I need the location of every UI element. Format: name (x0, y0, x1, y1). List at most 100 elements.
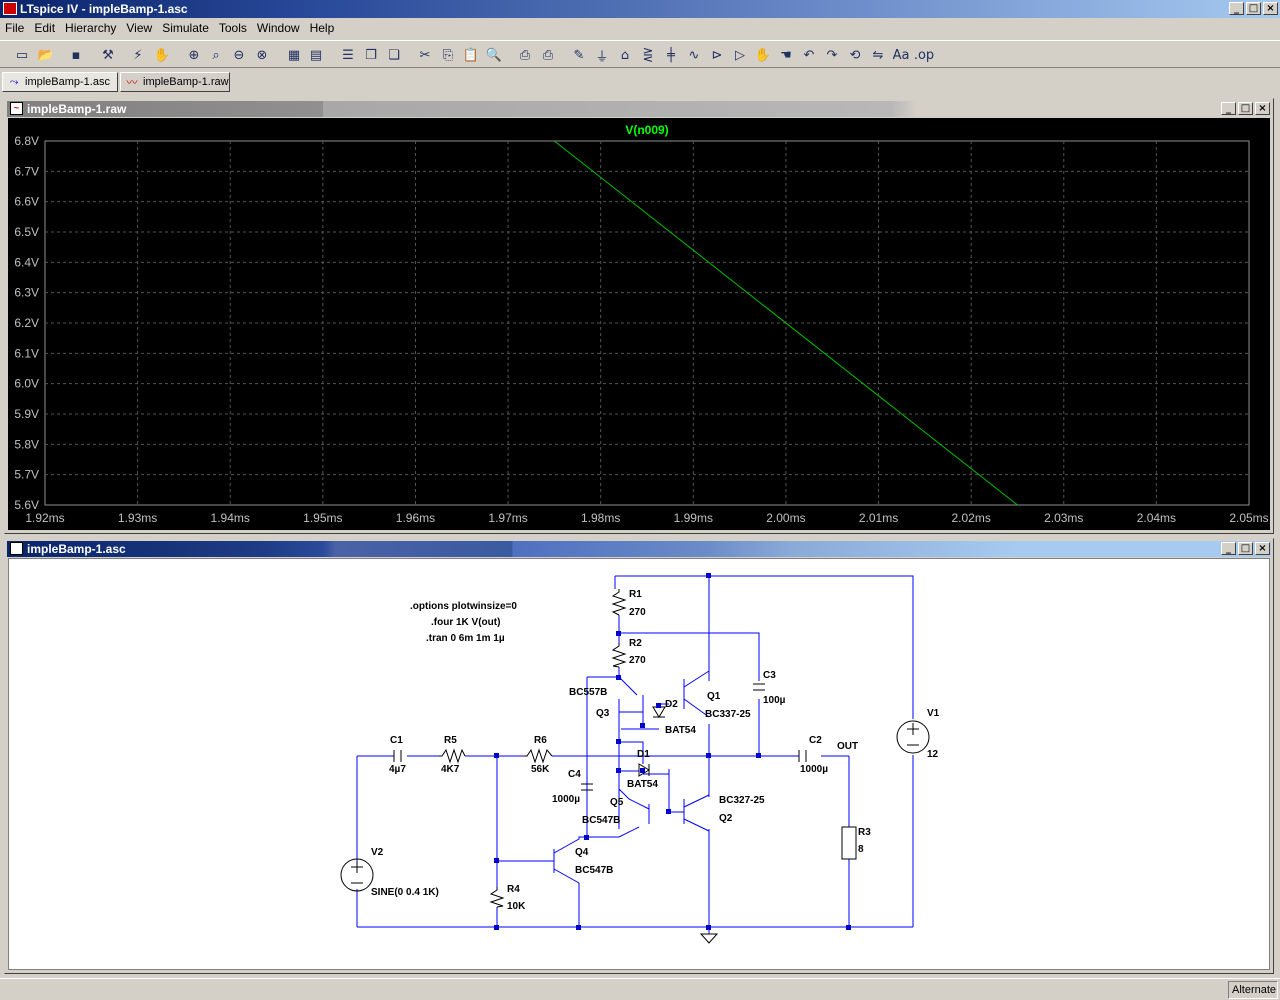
text-icon[interactable]: Aa (892, 47, 910, 63)
component-ref-v2: V2 (371, 847, 384, 858)
component-icon[interactable]: ▷ (735, 47, 745, 63)
autorange-icon[interactable]: ▦ (287, 47, 301, 63)
component-ref-q1: Q1 (707, 691, 721, 702)
x-tick-label: 1.98ms (581, 511, 620, 525)
component-ref-q5: Q5 (610, 797, 624, 808)
net-label-out: OUT (837, 741, 859, 752)
component-ref-d1: D1 (637, 749, 650, 760)
cut-icon[interactable]: ✂ (419, 47, 431, 63)
window-title: LTspice IV - impleBamp-1.asc (20, 2, 188, 16)
component-ref-q2: Q2 (719, 813, 733, 824)
cascade-icon[interactable]: ❐ (365, 47, 377, 63)
component-value-q1: BC337-25 (705, 709, 751, 720)
menu-help[interactable]: Help (309, 21, 335, 35)
minimize-button[interactable]: _ (1221, 542, 1236, 555)
copy-icon[interactable]: ⎘ (442, 47, 454, 63)
tab-waveform[interactable]: 〰 impleBamp-1.raw (120, 72, 230, 92)
tile-vertical-icon[interactable]: ❏ (388, 47, 400, 63)
status-bar: Alternate (0, 978, 1280, 1000)
close-button[interactable]: × (1255, 542, 1270, 555)
maximize-button[interactable]: □ (1238, 102, 1253, 115)
schematic-icon: ⤳ (9, 75, 19, 88)
close-button[interactable]: × (1263, 2, 1278, 15)
x-tick-label: 1.92ms (25, 511, 64, 525)
resistor-icon[interactable]: ⋛ (642, 47, 654, 63)
menu-edit[interactable]: Edit (34, 21, 56, 35)
control-panel-icon[interactable]: ⚒ (102, 47, 114, 63)
menu-hierarchy[interactable]: Hierarchy (65, 21, 117, 35)
pan-icon[interactable]: ⌕ (212, 47, 220, 63)
paste-icon[interactable]: 📋 (462, 47, 480, 63)
zoom-fit-icon[interactable]: ⊗ (256, 47, 268, 63)
capacitor-icon[interactable]: ╪ (667, 47, 675, 63)
component-value-c4: 1000µ (552, 794, 581, 805)
inductor-icon[interactable]: ∿ (688, 47, 700, 63)
zoom-in-icon[interactable]: ⊕ (188, 47, 200, 63)
rotate-icon[interactable]: ⟲ (849, 47, 861, 63)
component-ref-c1: C1 (390, 735, 403, 746)
menu-window[interactable]: Window (256, 21, 300, 35)
x-tick-label: 1.99ms (674, 511, 713, 525)
y-tick-label: 6.7V (14, 164, 39, 178)
component-ref-r6: R6 (534, 735, 547, 746)
menu-file[interactable]: File (5, 21, 25, 35)
menu-bar: File Edit Hierarchy View Simulate Tools … (0, 18, 1280, 38)
redo-icon[interactable]: ↷ (826, 47, 838, 63)
minimize-button[interactable]: _ (1229, 2, 1244, 15)
menu-tools[interactable]: Tools (218, 21, 247, 35)
new-schematic-icon[interactable]: ▭ (15, 47, 29, 63)
spice-directive-icon[interactable]: .op (913, 47, 935, 63)
print-icon[interactable]: ⎙ (542, 47, 554, 63)
draw-wire-icon[interactable]: ✎ (573, 47, 585, 63)
open-icon[interactable]: 📂 (37, 47, 55, 63)
document-tab-bar: ⤳ impleBamp-1.asc 〰 impleBamp-1.raw (0, 70, 1280, 94)
y-tick-label: 6.0V (14, 377, 39, 391)
ground-symbol (699, 933, 719, 944)
menu-view[interactable]: View (126, 21, 153, 35)
save-icon[interactable]: ▪ (71, 47, 81, 63)
component-value-r6: 56K (531, 764, 550, 775)
x-tick-label: 2.00ms (766, 511, 805, 525)
y-tick-label: 5.6V (14, 498, 39, 512)
schematic-window-title: impleBamp-1.asc (27, 542, 126, 556)
label-net-icon[interactable]: ⌂ (620, 47, 630, 63)
tile-horizontal-icon[interactable]: ☰ (342, 47, 354, 63)
schematic-window: impleBamp-1.asc _ □ × (4, 538, 1274, 974)
component-ref-c2: C2 (809, 735, 822, 746)
print-preview-icon[interactable]: ⎙ (519, 47, 531, 63)
close-button[interactable]: × (1255, 102, 1270, 115)
y-tick-label: 6.3V (14, 286, 39, 300)
plot-window-titlebar: ~ impleBamp-1.raw _ □ × (7, 101, 1271, 117)
capacitor-symbols (393, 683, 807, 791)
component-ref-r5: R5 (444, 735, 457, 746)
series-line (554, 140, 1018, 506)
component-value-r5: 4K7 (441, 764, 460, 775)
diode-icon[interactable]: ⊳ (711, 47, 723, 63)
grid-icon[interactable]: ▤ (309, 47, 323, 63)
chart-title: V(n009) (625, 123, 668, 137)
component-ref-c4: C4 (568, 769, 581, 780)
component-ref-d2: D2 (665, 699, 678, 710)
undo-icon[interactable]: ↶ (803, 47, 815, 63)
halt-icon[interactable]: ✋ (153, 47, 171, 63)
maximize-button[interactable]: □ (1246, 2, 1261, 15)
component-value-v1: 12 (927, 749, 939, 760)
maximize-button[interactable]: □ (1238, 542, 1253, 555)
y-tick-label: 6.8V (14, 134, 39, 148)
minimize-button[interactable]: _ (1221, 102, 1236, 115)
move-icon[interactable]: ✋ (754, 47, 772, 63)
component-value-c2: 1000µ (800, 764, 829, 775)
mirror-icon[interactable]: ⇋ (872, 47, 884, 63)
find-icon[interactable]: 🔍 (485, 47, 503, 63)
menu-simulate[interactable]: Simulate (162, 21, 209, 35)
x-tick-label: 1.97ms (488, 511, 527, 525)
component-value-r4: 10K (507, 901, 526, 912)
tab-schematic[interactable]: ⤳ impleBamp-1.asc (2, 72, 118, 92)
run-icon[interactable]: ⚡ (133, 47, 143, 63)
ground-icon[interactable]: ⏚ (595, 49, 609, 65)
drag-icon[interactable]: ☚ (780, 47, 792, 63)
zoom-out-icon[interactable]: ⊖ (233, 47, 245, 63)
